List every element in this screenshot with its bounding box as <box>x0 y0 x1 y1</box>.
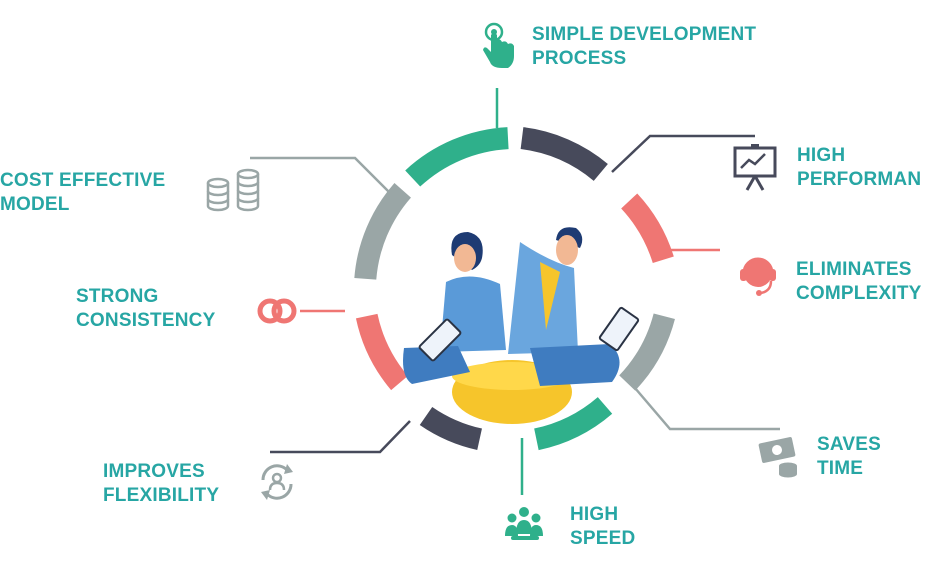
connector-high-performance <box>611 134 755 173</box>
label-line: COST EFFECTIVE <box>0 170 166 191</box>
label-eliminates-complexity: ELIMINATES COMPLEXITY <box>796 258 922 306</box>
ring <box>354 127 675 451</box>
label-line: TIME <box>817 458 864 479</box>
ring-segment-high-speed <box>533 396 613 451</box>
label-line: MODEL <box>0 194 70 215</box>
label-line: IMPROVES <box>103 461 205 482</box>
cycle-user-icon <box>261 464 293 500</box>
team-group-icon <box>505 507 543 540</box>
ring-segment-eliminates-complexity <box>620 193 674 264</box>
label-cost-effective: COST EFFECTIVE MODEL <box>0 169 165 217</box>
ring-segment-improves-flexibility <box>419 406 483 451</box>
label-line: CONSISTENCY <box>76 310 216 331</box>
label-line: PERFORMAN <box>797 169 922 190</box>
ring-segment-cost-effective <box>354 183 412 280</box>
connectors <box>250 88 780 495</box>
label-line: SAVES <box>817 434 882 455</box>
cash-coins-icon <box>758 437 797 478</box>
ring-segment-strong-consistency <box>355 313 409 391</box>
linked-rings-icon <box>257 298 297 324</box>
label-line: FLEXIBILITY <box>103 485 220 506</box>
label-high-performance: HIGH PERFORMAN <box>797 144 921 192</box>
label-line: SIMPLE DEVELOPMENT <box>532 24 757 45</box>
label-line: STRONG <box>76 286 159 307</box>
connector-cost-effective <box>250 156 393 196</box>
label-improves-flexibility: IMPROVES FLEXIBILITY <box>103 460 219 508</box>
business-people-illustration <box>403 227 640 424</box>
label-line: HIGH <box>570 504 619 525</box>
pointer-hand-icon <box>483 22 514 68</box>
ring-segment-high-performance <box>520 127 608 182</box>
label-line: PROCESS <box>532 48 627 69</box>
connector-improves-flexibility <box>270 420 411 454</box>
label-high-speed: HIGH SPEED <box>570 503 635 551</box>
presentation-chart-icon <box>733 144 777 191</box>
connector-saves-time <box>634 387 780 431</box>
label-simple-development: SIMPLE DEVELOPMENT PROCESS <box>532 23 756 71</box>
label-strong-consistency: STRONG CONSISTENCY <box>76 285 215 333</box>
label-saves-time: SAVES TIME <box>817 433 881 481</box>
ring-segment-simple-development <box>405 127 509 187</box>
label-line: ELIMINATES <box>796 259 912 280</box>
coin-stacks-icon <box>206 168 260 212</box>
headset-support-icon <box>740 257 776 296</box>
label-line: HIGH <box>797 145 846 166</box>
ring-segment-saves-time <box>619 313 675 391</box>
label-line: COMPLEXITY <box>796 283 922 304</box>
label-line: SPEED <box>570 528 636 549</box>
